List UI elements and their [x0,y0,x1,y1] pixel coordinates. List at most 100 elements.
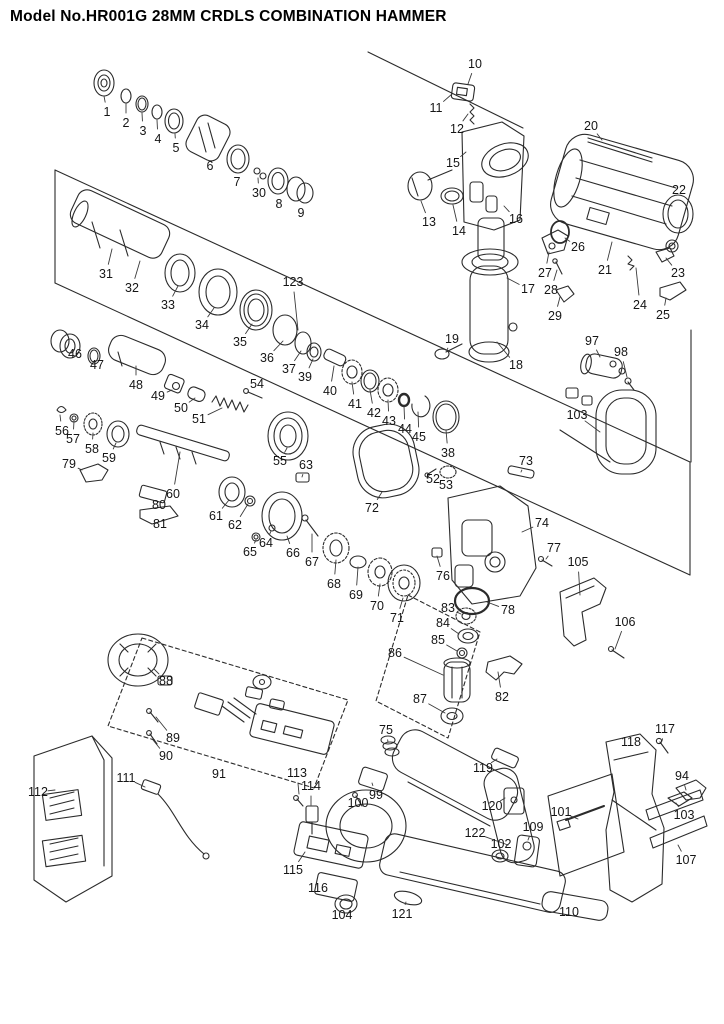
part-label-68: 68 [327,576,341,591]
part-label-20: 20 [584,118,598,133]
part-label-27: 27 [538,265,552,280]
part-label-83: 83 [441,600,455,615]
part-label-41: 41 [348,396,362,411]
leader-lines [47,72,687,905]
part-label-10: 10 [468,56,482,71]
part-label-115: 115 [283,862,303,877]
part-label-102: 102 [490,836,512,851]
part-label-45: 45 [412,429,426,444]
part-label-61: 61 [209,508,223,523]
part-label-52: 52 [426,471,440,486]
part-label-2: 2 [122,115,130,130]
part-label-111: 111 [116,770,136,785]
part-label-47: 47 [90,357,104,372]
part-label-94: 94 [675,768,689,783]
part-label-35: 35 [233,334,247,349]
part-label-75: 75 [379,722,393,737]
part-label-118: 118 [621,734,641,749]
part-label-123: 123 [282,274,304,289]
part-label-22: 22 [672,182,686,197]
cylinder-assembly-parts [69,189,460,434]
part-label-66: 66 [286,545,300,560]
part-label-21: 21 [598,262,612,277]
part-label-89: 89 [166,730,180,745]
part-label-50: 50 [174,400,188,415]
part-label-3: 3 [139,123,147,138]
part-label-46: 46 [68,346,82,361]
part-label-121: 121 [391,906,413,921]
part-label-31: 31 [99,266,113,281]
part-label-74: 74 [535,515,549,530]
part-label-15: 15 [446,155,460,170]
part-label-34: 34 [195,317,209,332]
part-label-71: 71 [390,610,404,625]
part-label-112: 112 [28,784,48,799]
part-label-103: 103 [673,807,695,822]
part-label-25: 25 [656,307,670,322]
part-label-44: 44 [398,421,412,436]
part-label-53: 53 [439,477,453,492]
part-label-65: 65 [243,544,257,559]
part-label-63: 63 [299,457,313,472]
part-label-120: 120 [481,798,503,813]
part-label-85: 85 [431,632,445,647]
front-housing-parts [407,82,529,363]
spindle-front-parts [93,69,314,204]
part-label-122: 122 [464,825,486,840]
part-label-113: 113 [287,765,307,780]
rear-housing-parts [541,133,694,303]
part-label-6: 6 [206,158,214,173]
part-label-98: 98 [614,344,628,359]
part-label-101: 101 [550,804,572,819]
part-label-1: 1 [103,104,111,119]
part-label-58: 58 [85,441,99,456]
part-label-54: 54 [250,376,264,391]
part-label-36: 36 [260,350,274,365]
part-label-59: 59 [102,450,116,465]
part-label-9: 9 [297,205,305,220]
part-label-79: 79 [62,456,76,471]
armature-parts [440,607,523,725]
part-label-24: 24 [633,297,647,312]
motor-electronics-parts [107,633,335,755]
part-label-40: 40 [323,383,337,398]
part-label-17: 17 [521,281,535,296]
part-label-19: 19 [445,331,459,346]
part-label-28: 28 [544,282,558,297]
part-label-13: 13 [422,214,436,229]
part-label-81: 81 [153,516,167,531]
part-label-110: 110 [559,904,579,919]
part-label-29: 29 [548,308,562,323]
part-label-42: 42 [367,405,381,420]
part-label-116: 116 [308,880,328,895]
part-label-88: 88 [159,673,173,688]
part-label-55: 55 [273,453,287,468]
section-frame-lines [54,51,692,877]
part-label-91: 91 [212,766,226,781]
part-label-104: 104 [331,907,353,922]
part-label-7: 7 [233,174,241,189]
part-label-49: 49 [151,388,165,403]
part-label-69: 69 [349,587,363,602]
part-label-105: 105 [567,554,589,569]
part-label-56: 56 [55,423,69,438]
battery-cover-parts [33,735,210,903]
part-label-51: 51 [192,411,206,426]
part-label-100: 100 [347,795,369,810]
part-label-8: 8 [275,196,283,211]
side-handle-parts [559,353,657,475]
part-label-107: 107 [675,852,697,867]
part-label-90: 90 [159,748,173,763]
part-label-16: 16 [509,211,523,226]
part-label-109: 109 [522,819,544,834]
clutch-gear-parts [261,411,457,602]
part-label-82: 82 [495,689,509,704]
part-label-80: 80 [152,497,166,512]
part-label-64: 64 [259,535,273,550]
part-label-87: 87 [413,691,427,706]
crank-housing-parts [431,465,553,616]
part-label-11: 11 [429,100,443,115]
part-label-32: 32 [125,280,139,295]
part-label-62: 62 [228,517,242,532]
